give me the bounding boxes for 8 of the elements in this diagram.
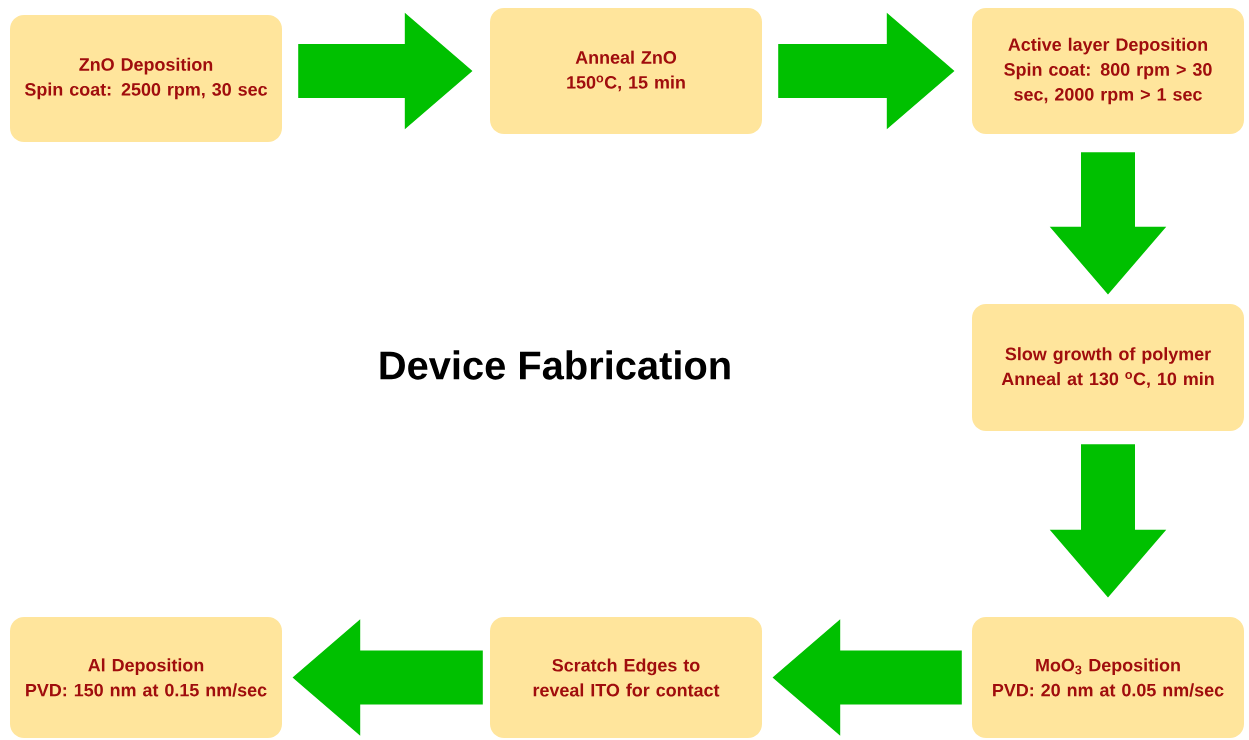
process-box: ZnO Deposition Spin coat: 2500 rpm, 30 sec <box>10 15 282 142</box>
process-box: MoO$_{3}$ Deposition PVD: 20 nm at 0.05 nm/sec <box>972 617 1244 738</box>
process-box: Al Deposition PVD: 150 nm at 0.15 nm/sec <box>10 617 282 738</box>
process-box: Anneal ZnO 150$^{o}$C, 15 min <box>490 8 762 134</box>
process-box: Slow growth of polymer Anneal at 130 $^{o}$C, 10 min <box>972 304 1244 431</box>
process-box: Scratch Edges to reveal ITO for contact <box>490 617 762 738</box>
process-box: Active layer Deposition Spin coat: 800 rpm > 30 sec, 2000 rpm > 1 sec <box>972 8 1244 134</box>
title: Device Fabrication <box>380 350 730 380</box>
